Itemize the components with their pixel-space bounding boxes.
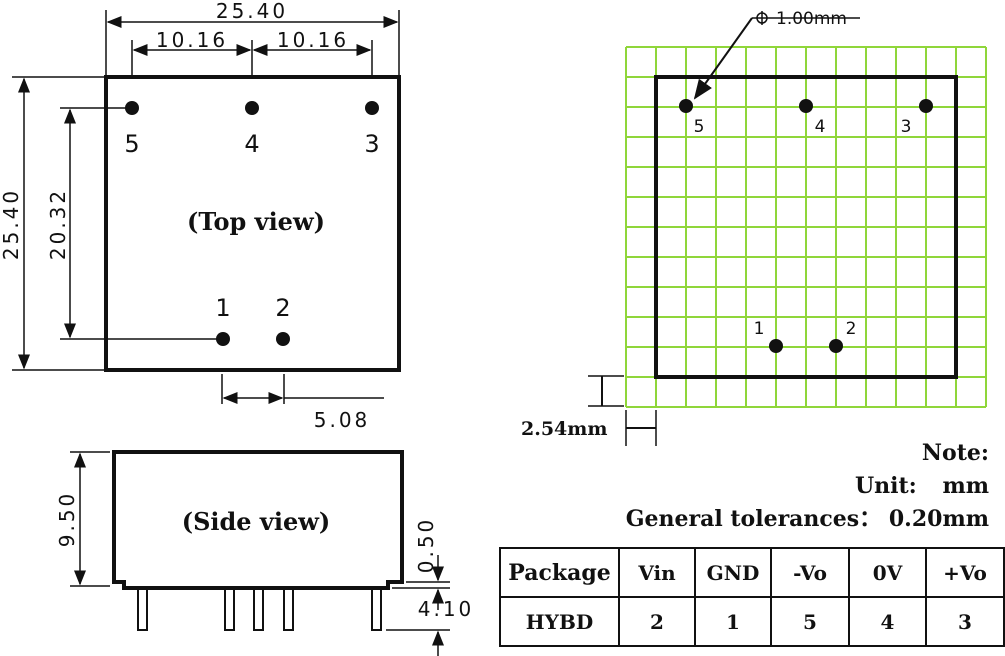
grid-pin-4-dot xyxy=(799,99,813,113)
tolerance-label: General tolerances： xyxy=(625,506,882,532)
side-view-label: (Side view) xyxy=(182,507,331,536)
pin-2-dot xyxy=(276,332,290,346)
header-neg-vo: -Vo xyxy=(770,547,850,598)
grid-pitch-text: 2.54mm xyxy=(521,418,607,440)
grid-pin-label: 4 xyxy=(815,117,826,137)
pin-1-dot xyxy=(216,332,230,346)
pin-pitch-right-text: 10.16 xyxy=(277,28,349,52)
cell-0v: 4 xyxy=(848,596,927,647)
grid-pin-3-dot xyxy=(919,99,933,113)
hole-leader-line xyxy=(693,17,753,100)
side-view: (Side view) 9.50 0.50 4.10 xyxy=(55,450,475,656)
header-gnd: GND xyxy=(694,547,772,598)
pin-table-row: HYBD 2 1 5 4 3 xyxy=(499,596,1005,647)
grid-pin-1-dot xyxy=(769,339,783,353)
top-view-body xyxy=(104,75,401,372)
top-view-label: (Top view) xyxy=(187,207,325,236)
header-package: Package xyxy=(499,547,620,598)
pin-label: 3 xyxy=(364,130,379,158)
bottom-pin-spacing-text: 5.08 xyxy=(314,408,371,432)
side-pin xyxy=(283,587,294,631)
grid-pin-label: 3 xyxy=(901,117,912,137)
pin-label: 5 xyxy=(124,130,139,158)
cell-package: HYBD xyxy=(499,596,620,647)
tolerance-line: General tolerances： 0.20mm xyxy=(626,503,989,536)
notes-title: Note: xyxy=(921,440,989,466)
side-height-text: 9.50 xyxy=(55,491,79,548)
grid-pin-label: 5 xyxy=(694,117,705,137)
pin-3-dot xyxy=(365,101,379,115)
grid-pin-5-dot xyxy=(679,99,693,113)
side-pin xyxy=(371,587,382,631)
height-dimension-text: 25.40 xyxy=(0,188,23,260)
side-pin xyxy=(224,587,235,631)
tolerance-value: 0.20mm xyxy=(888,506,989,532)
grid-pin-2-dot xyxy=(829,339,843,353)
pin-label: 2 xyxy=(275,294,290,322)
notes-block: Note: Unit: mm General tolerances： 0.20m… xyxy=(626,437,989,536)
header-vin: Vin xyxy=(618,547,696,598)
pin-row-spacing-text: 20.32 xyxy=(46,188,70,260)
pin-label: 4 xyxy=(244,130,259,158)
side-pin xyxy=(253,587,264,631)
cell-gnd: 1 xyxy=(694,596,772,647)
side-pin xyxy=(137,587,148,631)
unit-line: Unit: mm xyxy=(626,470,989,503)
pin-pitch-left-text: 10.16 xyxy=(156,28,228,52)
cell-neg-vo: 5 xyxy=(770,596,850,647)
pin-4-dot xyxy=(245,101,259,115)
cell-vin: 2 xyxy=(618,596,696,647)
header-pos-vo: +Vo xyxy=(925,547,1005,598)
unit-label: Unit: xyxy=(854,473,917,499)
top-view: 25.40 10.16 10.16 25.40 20.32 5 4 3 1 2 … xyxy=(0,0,401,432)
pin-5-dot xyxy=(125,101,139,115)
pin-table-header-row: Package Vin GND -Vo 0V +Vo xyxy=(499,547,1005,598)
hole-size-text: 1.00mm xyxy=(776,9,847,29)
width-dimension-text: 25.40 xyxy=(216,0,288,23)
grid-pin-label: 1 xyxy=(754,319,765,339)
pin-table: Package Vin GND -Vo 0V +Vo HYBD 2 1 5 4 … xyxy=(499,547,1005,647)
grid-outline xyxy=(654,75,958,379)
cell-pos-vo: 3 xyxy=(925,596,1005,647)
side-view-body xyxy=(112,450,404,590)
grid-pin-label: 2 xyxy=(846,319,857,339)
grid-view: 5 4 3 1 2 1.00mm 2.54mm xyxy=(521,9,987,446)
standoff-text: 0.50 xyxy=(414,517,438,574)
header-0v: 0V xyxy=(848,547,927,598)
unit-value: mm xyxy=(942,473,989,499)
pin-label: 1 xyxy=(215,294,230,322)
pin-length-text: 4.10 xyxy=(418,597,475,621)
